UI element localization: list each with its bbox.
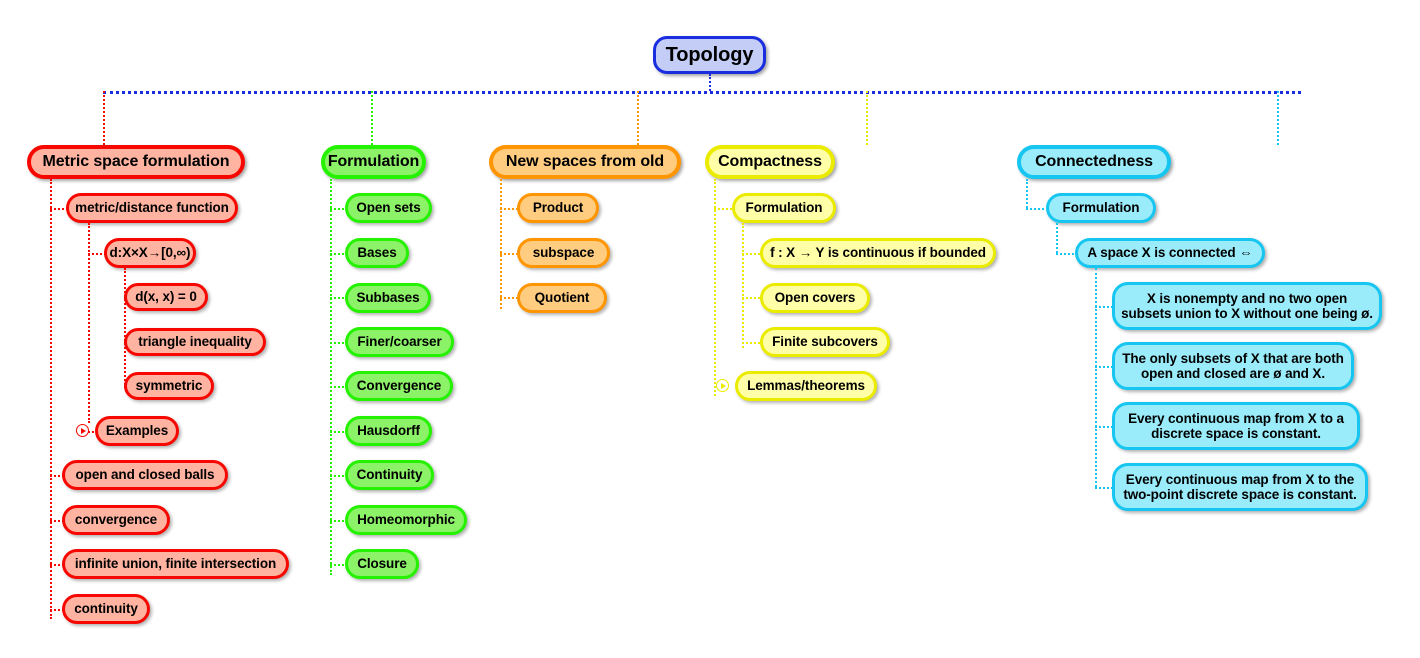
- node-open-covers[interactable]: Open covers: [760, 283, 870, 313]
- node-x-nonempty-no-two-open-subsets[interactable]: X is nonempty and no two open subsets un…: [1112, 282, 1382, 330]
- connector-space-connected-iff: [1056, 253, 1074, 255]
- branch-node-metric-space-formulation[interactable]: Metric space formulation: [27, 145, 245, 179]
- connector-spine-connectedness: [1026, 179, 1028, 208]
- node-closure[interactable]: Closure: [345, 549, 419, 579]
- node-open-and-closed-balls[interactable]: open and closed balls: [62, 460, 228, 490]
- branch-node-formulation[interactable]: Formulation: [321, 145, 426, 179]
- connector-finite-subcovers: [742, 342, 760, 344]
- node-continuity-metric[interactable]: continuity: [62, 594, 150, 624]
- connector-x-nonempty: [1095, 306, 1113, 308]
- node-continuous-map-discrete-constant[interactable]: Every continuous map from X to a discret…: [1112, 402, 1360, 450]
- node-f-continuous-if-bounded[interactable]: f : X → Y is continuous if bounded: [760, 238, 996, 268]
- connector-product: [500, 208, 518, 210]
- node-continuity-topology[interactable]: Continuity: [345, 460, 434, 490]
- connector-spine-formulation-connectedness: [1056, 223, 1058, 253]
- node-examples[interactable]: Examples: [95, 416, 179, 446]
- connector-branch-compactness: [866, 91, 868, 145]
- connector-spine-formulation-compactness: [742, 223, 744, 348]
- node-d-domain[interactable]: d:X×X→[0,∞): [104, 238, 196, 268]
- node-infinite-union-finite-intersection[interactable]: infinite union, finite intersection: [62, 549, 289, 579]
- branch-node-compactness[interactable]: Compactness: [705, 145, 835, 179]
- node-formulation-compactness[interactable]: Formulation: [732, 193, 836, 223]
- connector-subspace: [500, 253, 518, 255]
- connector-spine-metric: [50, 179, 52, 619]
- connector-f-continuous-bounded: [742, 253, 760, 255]
- node-subspace[interactable]: subspace: [517, 238, 610, 268]
- node-d-xx-equals-zero[interactable]: d(x, x) = 0: [124, 283, 208, 311]
- node-convergence-metric[interactable]: convergence: [62, 505, 170, 535]
- connector-open-covers: [742, 297, 760, 299]
- connector-spine-formulation: [330, 179, 332, 575]
- root-node-topology[interactable]: Topology: [653, 36, 766, 74]
- branch-node-connectedness[interactable]: Connectedness: [1017, 145, 1171, 179]
- node-only-clopen-subsets[interactable]: The only subsets of X that are both open…: [1112, 342, 1354, 390]
- connector-map-to-discrete: [1095, 426, 1113, 428]
- connector-root-stem: [709, 74, 711, 91]
- connector-branch-connectedness: [1277, 91, 1279, 145]
- connector-map-to-two-point: [1095, 487, 1113, 489]
- connector-branch-new-spaces: [637, 91, 639, 145]
- node-finite-subcovers[interactable]: Finite subcovers: [760, 327, 890, 357]
- connector-quotient: [500, 297, 518, 299]
- node-hausdorff[interactable]: Hausdorff: [345, 416, 432, 446]
- node-a-space-x-is-connected-iff[interactable]: A space X is connected ⇔: [1075, 238, 1265, 268]
- connector-spine-compactness: [714, 179, 716, 396]
- connector-spine-d-domain: [124, 268, 126, 388]
- node-triangle-inequality[interactable]: triangle inequality: [124, 328, 266, 356]
- branch-node-new-spaces-from-old[interactable]: New spaces from old: [489, 145, 681, 179]
- node-formulation-connectedness[interactable]: Formulation: [1046, 193, 1156, 223]
- collapse-toggle-examples-icon[interactable]: [76, 424, 89, 437]
- connector-branch-metric-space-formulation: [103, 91, 105, 145]
- connector-spine-new-spaces: [500, 179, 502, 309]
- connector-formulation-compactness: [714, 208, 732, 210]
- node-homeomorphic[interactable]: Homeomorphic: [345, 505, 467, 535]
- node-continuous-map-two-point-discrete-constant[interactable]: Every continuous map from X to the two-p…: [1112, 463, 1368, 511]
- collapse-toggle-lemmas-icon[interactable]: [716, 379, 729, 392]
- node-lemmas-theorems[interactable]: Lemmas/theorems: [735, 371, 877, 401]
- connector-main-bus: [103, 91, 1301, 94]
- connector-only-subsets-clopen: [1095, 366, 1113, 368]
- node-metric-distance-function[interactable]: metric/distance function: [66, 193, 238, 223]
- node-quotient[interactable]: Quotient: [517, 283, 607, 313]
- node-bases[interactable]: Bases: [345, 238, 409, 268]
- connector-branch-formulation: [371, 91, 373, 145]
- connector-spine-metric-distance: [88, 223, 90, 423]
- node-open-sets[interactable]: Open sets: [345, 193, 432, 223]
- node-symmetric[interactable]: symmetric: [124, 372, 214, 400]
- node-finer-coarser[interactable]: Finer/coarser: [345, 327, 454, 357]
- node-subbases[interactable]: Subbases: [345, 283, 431, 313]
- node-product[interactable]: Product: [517, 193, 599, 223]
- node-convergence-topology[interactable]: Convergence: [345, 371, 453, 401]
- connector-spine-connected-iff: [1095, 268, 1097, 487]
- connector-formulation-connectedness: [1026, 208, 1044, 210]
